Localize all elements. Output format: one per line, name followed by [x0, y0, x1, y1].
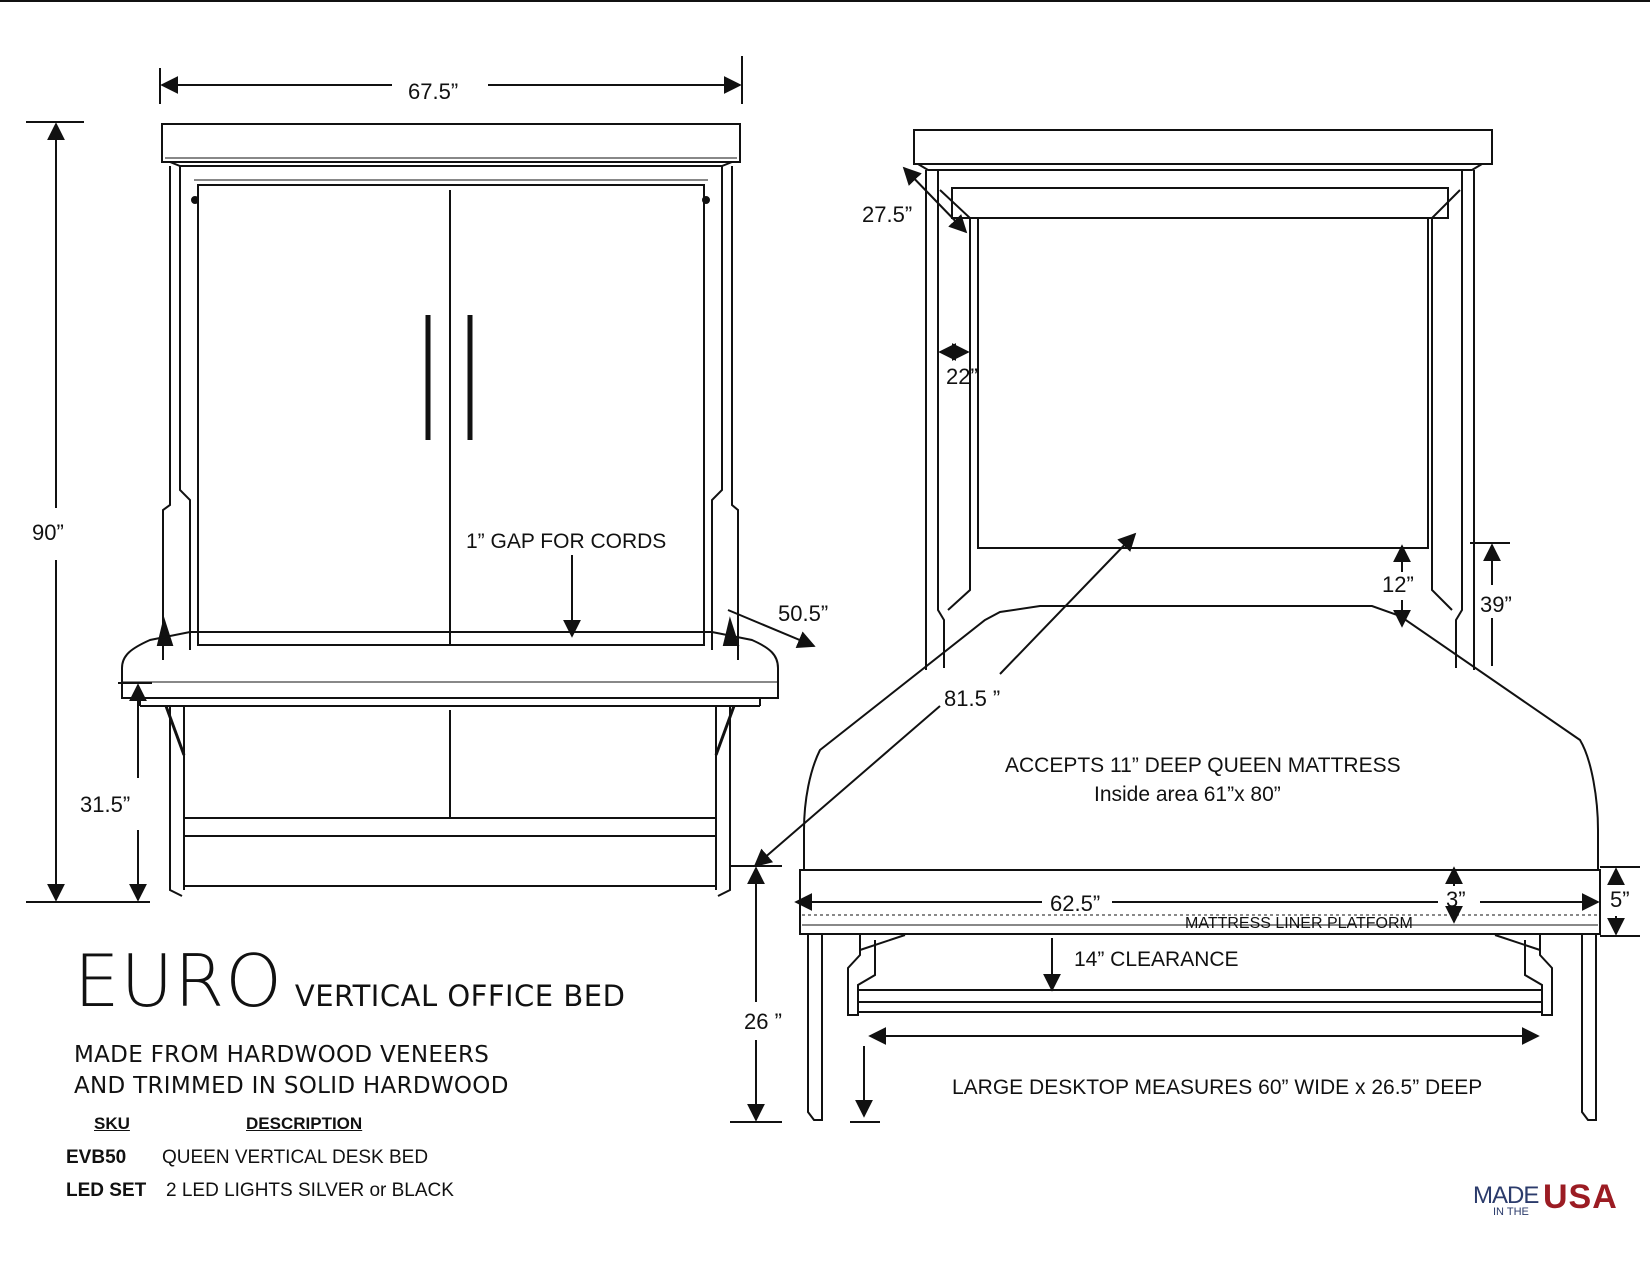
mattress-note: ACCEPTS 11” DEEP QUEEN MATTRESS: [1005, 754, 1401, 777]
sku-cell: LED SET: [66, 1180, 147, 1201]
sku-cell: EVB50: [66, 1147, 127, 1168]
front-view: [121, 123, 779, 897]
logo-in-the-text: IN THE: [1493, 1206, 1529, 1218]
desk-height-label: 31.5”: [80, 792, 130, 817]
clearance-label: 14” CLEARANCE: [1074, 948, 1239, 971]
bed-diagonal-label: 81.5 ”: [944, 686, 1000, 711]
product-title: VERTICAL OFFICE BED: [294, 979, 626, 1013]
side-depth-label: 27.5”: [862, 202, 912, 227]
bed-height-label: 26 ”: [744, 1009, 782, 1034]
front-height-label: 90”: [32, 520, 64, 545]
made-in-usa-logo: MADE IN THE USA: [1473, 1178, 1623, 1218]
material-line-1: MADE FROM HARDWOOD VENEERS: [74, 1042, 490, 1068]
platform-5-label: 5”: [1610, 887, 1630, 912]
desktop-note: LARGE DESKTOP MEASURES 60” WIDE x 26.5” …: [952, 1076, 1482, 1099]
description-column-header: DESCRIPTION: [246, 1114, 363, 1133]
open-bed-view: [799, 129, 1601, 1121]
panel-width-label: 22”: [946, 364, 978, 389]
platform-width-label: 62.5”: [1050, 891, 1100, 916]
liner-platform-label: MATTRESS LINER PLATFORM: [1185, 915, 1413, 932]
gap-note-label: 1” GAP FOR CORDS: [466, 530, 666, 553]
headboard-gap-label: 12”: [1382, 572, 1414, 597]
front-width-label: 67.5”: [408, 79, 458, 104]
logo-made-text: MADE: [1473, 1182, 1539, 1209]
sku-column-header: SKU: [94, 1114, 130, 1133]
description-cell: 2 LED LIGHTS SILVER or BLACK: [166, 1180, 454, 1201]
desk-depth-label: 50.5”: [778, 601, 828, 626]
open-dimension-lines: [730, 166, 1640, 1123]
inside-area-note: Inside area 61”x 80”: [1094, 783, 1281, 806]
material-note: MADE FROM HARDWOOD VENEERS AND TRIMMED I…: [74, 1040, 509, 1102]
front-dimension-lines: [26, 56, 816, 903]
brand-title: EURO: [74, 939, 283, 1023]
description-cell: QUEEN VERTICAL DESK BED: [162, 1147, 429, 1168]
logo-usa-text: USA: [1543, 1178, 1618, 1216]
material-line-2: AND TRIMMED IN SOLID HARDWOOD: [74, 1073, 509, 1099]
side-height-label: 39”: [1480, 592, 1512, 617]
platform-3-label: 3”: [1446, 887, 1466, 912]
